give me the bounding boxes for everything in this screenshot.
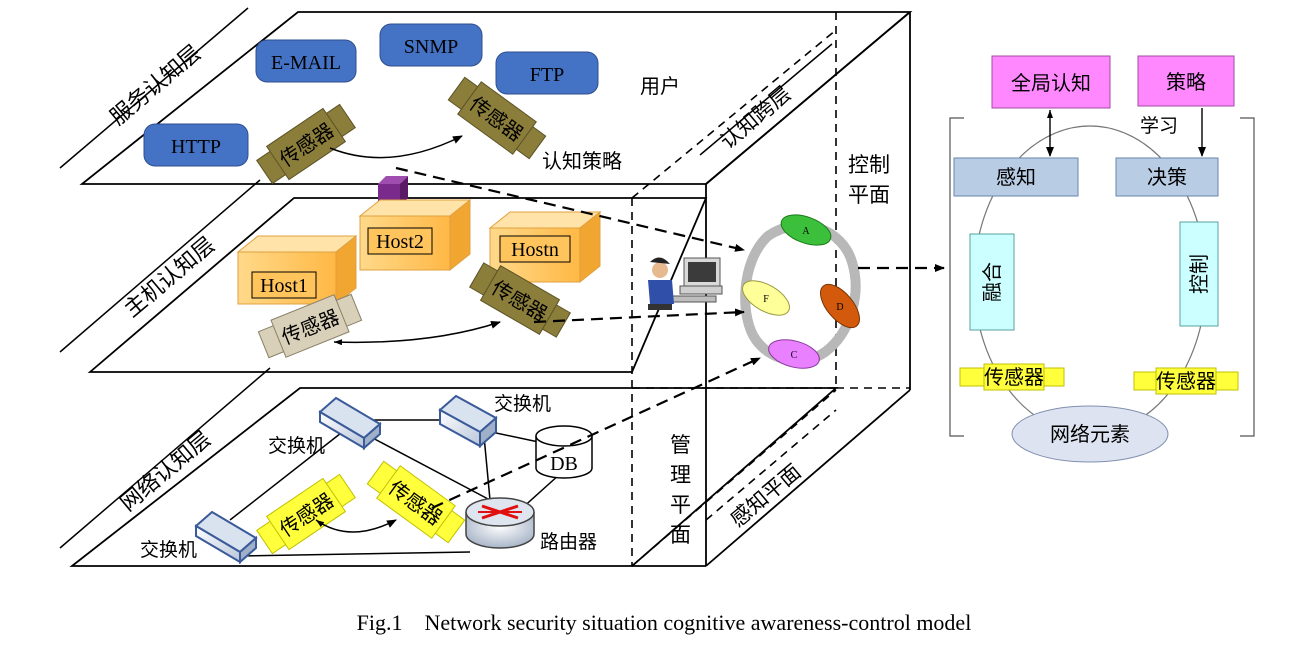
service-ftp-label: FTP: [530, 64, 564, 86]
cycle-node-d-label: D: [836, 302, 843, 313]
strategy-box: 策略: [1137, 55, 1235, 107]
label-mgmt-plane-2: 理: [670, 463, 691, 487]
adcf-cycle: A D C F: [740, 214, 861, 369]
arrow-network-sensors: [315, 519, 397, 533]
host1-box: Host1: [236, 234, 358, 306]
cycle-node-c: C: [768, 339, 820, 369]
db-label: DB: [550, 453, 578, 475]
sensor-right-model-right: 传感器: [1133, 367, 1239, 395]
label-switch-left: 交换机: [268, 435, 325, 457]
label-network-layer: 网络认知层: [116, 427, 216, 517]
label-service-layer: 服务认知层: [106, 41, 206, 131]
hostn-box: Hostn: [488, 210, 602, 284]
label-control-plane-2: 平面: [848, 183, 890, 207]
label-mgmt-plane-4: 面: [670, 523, 691, 547]
service-ftp-box: FTP: [495, 51, 599, 95]
perceive-label: 感知: [996, 165, 1036, 189]
global-cognition-box: 全局认知: [991, 55, 1111, 109]
right-model: 全局认知 策略 学习 感知 决策 融合 控制 传感器: [949, 55, 1255, 463]
service-email-label: E-MAIL: [271, 52, 341, 74]
service-snmp-box: SNMP: [379, 23, 483, 67]
learn-label: 学习: [1140, 115, 1178, 137]
host1-label: Host1: [260, 275, 308, 297]
label-router: 路由器: [540, 531, 597, 553]
label-host-layer: 主机认知层: [120, 233, 220, 323]
cycle-node-f-label: F: [763, 294, 769, 305]
switch-bottom-left: [194, 510, 258, 565]
sensor-right-model-left: 传感器: [959, 363, 1065, 391]
arrow-host-sensors: [333, 321, 501, 346]
figure-caption: Fig.1 Network security situation cogniti…: [357, 610, 972, 635]
label-switch-top: 交换机: [494, 393, 551, 415]
service-http-label: HTTP: [171, 136, 221, 158]
control-label: 控制: [1187, 254, 1211, 294]
cycle-node-d: D: [820, 283, 860, 329]
strategy-label: 策略: [1166, 70, 1206, 94]
switch-top-left: [318, 396, 382, 451]
decide-label: 决策: [1147, 165, 1187, 189]
service-email-box: E-MAIL: [255, 39, 357, 83]
cycle-node-c-label: C: [791, 350, 798, 361]
control-box: 控制: [1179, 221, 1219, 327]
service-http-box: HTTP: [143, 123, 249, 167]
label-cognitive-policy: 认知策略: [542, 149, 622, 173]
network-element-ellipse: 网络元素: [1011, 405, 1169, 463]
sensor-service-left: 传感器: [256, 103, 356, 185]
host2-label: Host2: [376, 231, 424, 253]
plane-dividers: [631, 12, 910, 567]
layer-label-rails: [59, 7, 833, 549]
fusion-label: 融合: [980, 262, 1004, 302]
sensor-network-right: 传感器: [366, 460, 466, 544]
router-icon: [465, 497, 535, 549]
global-cognition-label: 全局认知: [1011, 71, 1091, 95]
label-mgmt-plane-3: 平: [670, 493, 691, 517]
decide-box: 决策: [1115, 157, 1219, 197]
arrow-service-sensor: [329, 135, 463, 159]
label-mgmt-plane-1: 管: [670, 433, 691, 457]
dashed-flow-arrows: [395, 166, 945, 510]
fusion-box: 融合: [969, 233, 1015, 331]
cycle-node-a: A: [780, 214, 832, 246]
cycle-node-f: F: [742, 280, 790, 316]
switch-top-right: [438, 394, 498, 449]
perceive-box: 感知: [953, 157, 1079, 197]
label-user: 用户: [640, 74, 680, 98]
cycle-node-a-label: A: [802, 226, 810, 237]
label-control-plane-1: 控制: [848, 153, 890, 177]
sensor-right-model-right-label: 传感器: [1156, 369, 1216, 393]
host2-box: Host2: [358, 198, 472, 272]
sensor-network-left: 传感器: [256, 473, 356, 555]
hostn-label: Hostn: [511, 239, 559, 261]
operator-computer-icon: [648, 257, 723, 310]
sensor-right-model-left-label: 传感器: [984, 365, 1044, 389]
database-icon: DB: [535, 425, 593, 479]
label-switch-bottom: 交换机: [140, 539, 197, 561]
network-element-label: 网络元素: [1050, 422, 1130, 446]
service-snmp-label: SNMP: [404, 36, 458, 58]
